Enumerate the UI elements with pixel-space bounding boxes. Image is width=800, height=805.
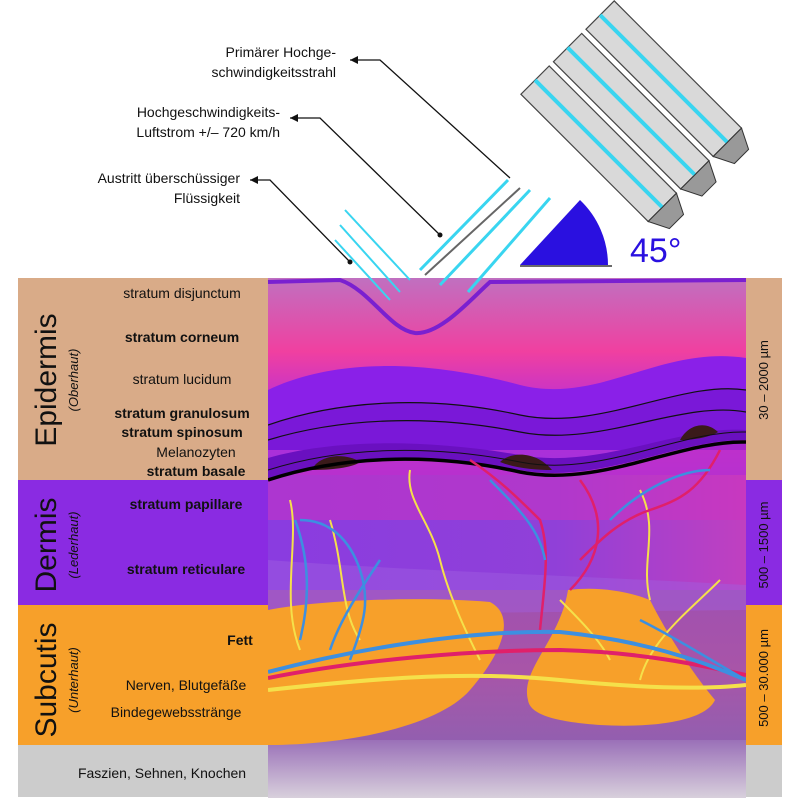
label-disjunctum: stratum disjunctum	[123, 285, 240, 301]
svg-text:Subcutis: Subcutis	[30, 622, 63, 737]
callout-air-stream: Hochgeschwindigkeits- Luftstrom +/– 720 …	[136, 104, 443, 238]
dermis-range-band	[745, 480, 782, 605]
nerve-main	[268, 673, 746, 692]
air-streams	[418, 178, 552, 293]
stratum-basale-line	[268, 440, 746, 482]
dermis-band	[18, 480, 270, 605]
svg-text:Dermis: Dermis	[30, 498, 63, 593]
base-range-band	[745, 745, 782, 797]
label-corneum: stratum corneum	[125, 329, 239, 345]
subcutis-band	[18, 605, 270, 745]
label-base: Faszien, Sehnen, Knochen	[78, 765, 246, 781]
svg-text:Epidermis: Epidermis	[30, 313, 63, 446]
melanocyte	[680, 425, 718, 440]
label-lucidum: stratum lucidum	[133, 371, 232, 387]
layer-name-dermis: Dermis (Lederhaut)	[30, 498, 81, 593]
angle-label: 45°	[630, 232, 681, 270]
label-fat: Fett	[227, 632, 253, 648]
nerves	[289, 469, 721, 681]
svg-text:Austritt überschüssiger: Austritt überschüssiger	[98, 170, 241, 186]
nozzle-assembly	[520, 0, 750, 230]
svg-text:Flüssigkeit: Flüssigkeit	[174, 190, 240, 206]
layer-name-epidermis: Epidermis (Oberhaut)	[30, 313, 81, 446]
svg-text:(Oberhaut): (Oberhaut)	[66, 349, 81, 412]
svg-text:Hochgeschwindigkeits-: Hochgeschwindigkeits-	[137, 104, 281, 120]
primary-jet	[424, 187, 521, 276]
cross-section	[268, 278, 746, 798]
base-band	[18, 745, 270, 797]
label-papillare: stratum papillare	[130, 496, 243, 512]
range-dermis: 500 – 1500 µm	[756, 502, 771, 589]
callout-primary-jet: Primärer Hochge- schwindigkeitsstrahl	[212, 44, 511, 179]
subcutis-range-band	[745, 605, 782, 745]
layer-name-subcutis: Subcutis (Unterhaut)	[30, 622, 81, 737]
svg-text:Primärer Hochge-: Primärer Hochge-	[226, 44, 337, 60]
svg-text:schwindigkeitsstrahl: schwindigkeitsstrahl	[212, 64, 337, 80]
label-spinosum: stratum spinosum	[121, 424, 242, 440]
svg-text:(Lederhaut): (Lederhaut)	[66, 511, 81, 578]
epidermis-band	[18, 278, 270, 480]
vessel-blue-main	[268, 629, 746, 682]
range-epidermis: 30 – 2000 µm	[756, 340, 771, 420]
melanocyte	[500, 454, 552, 470]
range-subcutis: 500 – 30.000 µm	[756, 629, 771, 727]
vessel-red-main	[268, 647, 746, 680]
angle-wedge	[520, 200, 608, 265]
fat-lobule	[268, 599, 504, 745]
skin-surface	[267, 277, 747, 336]
label-granulosum: stratum granulosum	[114, 405, 249, 421]
fat-lobule	[526, 588, 715, 726]
label-reticulare: stratum reticulare	[127, 561, 245, 577]
label-connective: Bindegewebsstränge	[111, 704, 242, 720]
svg-text:(Unterhaut): (Unterhaut)	[66, 647, 81, 713]
svg-text:Luftstrom +/– 720 km/h: Luftstrom +/– 720 km/h	[136, 124, 280, 140]
vessels-red	[469, 449, 722, 631]
label-nerves-vessels: Nerven, Blutgefäße	[126, 677, 247, 693]
excess-fluid	[334, 209, 411, 301]
epidermis-range-band	[745, 278, 782, 480]
label-melanocytes: Melanozyten	[156, 444, 235, 460]
stratum-granulosum-wave	[268, 388, 746, 450]
callout-excess-fluid: Austritt überschüssiger Flüssigkeit	[98, 170, 353, 265]
label-basale: stratum basale	[147, 463, 246, 479]
